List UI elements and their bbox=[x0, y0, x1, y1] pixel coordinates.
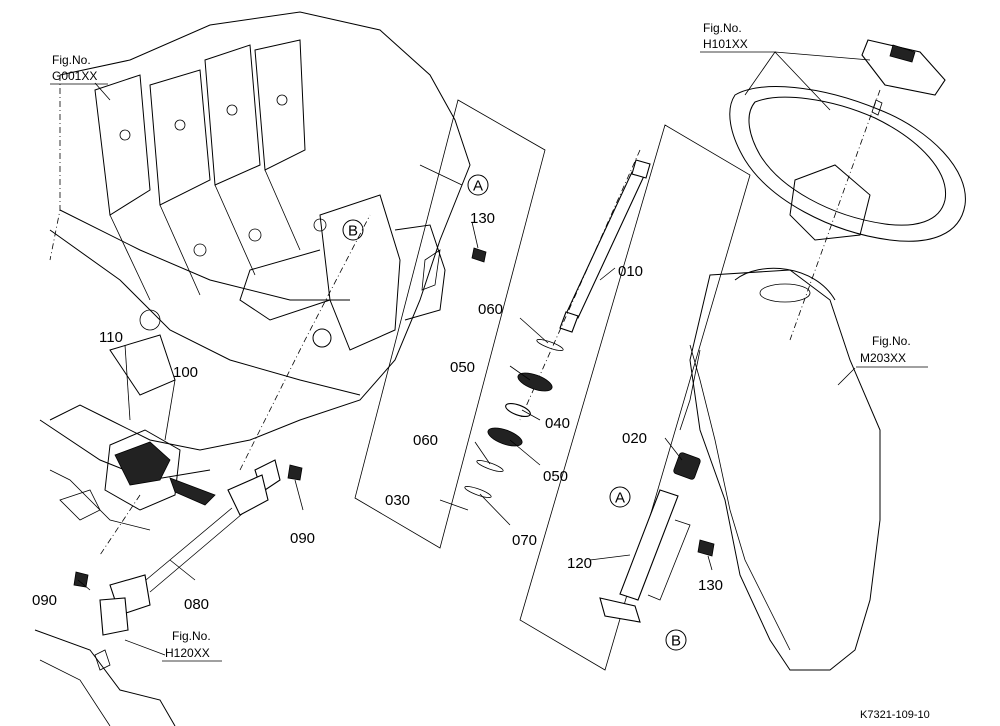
label-130-lower: 130 bbox=[698, 577, 723, 594]
label-020: 020 bbox=[622, 430, 647, 447]
fig-ref-g001-line2: G001XX bbox=[52, 69, 97, 83]
exploded-view-box-right bbox=[519, 124, 751, 671]
drawing-code: K7321-109-10 bbox=[860, 709, 930, 721]
label-070: 070 bbox=[512, 532, 537, 549]
callout-b-top-text: B bbox=[348, 223, 358, 240]
label-060-lower: 060 bbox=[413, 432, 438, 449]
part-labels: 010 020 030 040 050 050 060 060 070 080 … bbox=[32, 210, 723, 613]
callout-b-top: B bbox=[342, 219, 364, 241]
steering-wheel bbox=[729, 39, 966, 341]
fig-ref-h120-line1: Fig.No. bbox=[172, 629, 211, 643]
dash-panel bbox=[679, 267, 881, 671]
label-060-upper: 060 bbox=[478, 301, 503, 318]
label-050-lower: 050 bbox=[543, 468, 568, 485]
callout-a-bottom-text: A bbox=[615, 490, 625, 507]
leader-lines bbox=[77, 51, 871, 656]
label-080: 080 bbox=[184, 596, 209, 613]
fig-ref-m203-line2: M203XX bbox=[860, 351, 906, 365]
label-050-upper: 050 bbox=[450, 359, 475, 376]
fig-ref-h120: Fig.No. H120XX bbox=[162, 629, 222, 662]
universal-joint-shaft-080 bbox=[73, 459, 303, 636]
label-040: 040 bbox=[545, 415, 570, 432]
bolt-130-bottom bbox=[697, 539, 715, 557]
label-110: 110 bbox=[99, 329, 123, 346]
label-090-left: 090 bbox=[32, 592, 57, 609]
exploded-view-box-left bbox=[354, 99, 546, 549]
frame-chassis-drawing bbox=[39, 11, 471, 556]
label-130-upper: 130 bbox=[470, 210, 495, 227]
label-120: 120 bbox=[567, 555, 592, 572]
callout-a-top-text: A bbox=[473, 178, 483, 195]
column-tube-120 bbox=[599, 452, 701, 623]
callout-b-bottom: B bbox=[665, 629, 687, 651]
label-090-right: 090 bbox=[290, 530, 315, 547]
label-100: 100 bbox=[173, 364, 198, 381]
callout-b-bottom-text: B bbox=[671, 633, 681, 650]
callout-a-bottom: A bbox=[609, 486, 631, 508]
steering-gearbox bbox=[34, 629, 176, 726]
fig-ref-m203-line1: Fig.No. bbox=[872, 334, 911, 348]
fig-ref-g001-line1: Fig.No. bbox=[52, 53, 91, 67]
steering-shaft-010 bbox=[519, 149, 651, 421]
callout-a-top: A bbox=[467, 174, 489, 196]
label-010: 010 bbox=[618, 263, 643, 280]
fig-ref-h120-line2: H120XX bbox=[165, 646, 210, 660]
fig-ref-h101: Fig.No. H101XX bbox=[700, 21, 776, 53]
label-030: 030 bbox=[385, 492, 410, 509]
bolt-130-top bbox=[471, 247, 487, 263]
fig-ref-h101-line1: Fig.No. bbox=[703, 21, 742, 35]
fig-ref-g001: Fig.No. G001XX bbox=[50, 53, 108, 85]
fig-ref-m203: Fig.No. M203XX bbox=[856, 334, 928, 368]
fig-ref-h101-line2: H101XX bbox=[703, 37, 748, 51]
